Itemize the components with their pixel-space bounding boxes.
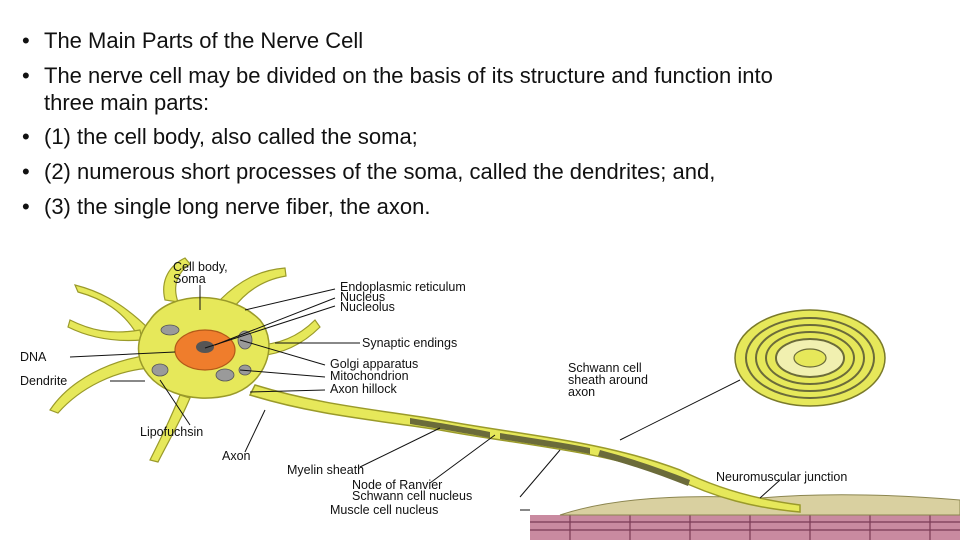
label-node-of-ranvier: Node of Ranvier xyxy=(352,478,442,492)
label-synaptic-endings: Synaptic endings xyxy=(362,336,457,350)
label-neuromuscular-junction: Neuromuscular junction xyxy=(716,470,847,484)
bullet-text: The Main Parts of the Nerve Cell xyxy=(44,28,364,53)
bullet-dot: • xyxy=(22,194,30,220)
label-nucleus: Nucleus xyxy=(340,290,385,304)
label-golgi-apparatus: Golgi apparatus xyxy=(330,357,418,371)
bullet-item: • The nerve cell may be divided on the ba… xyxy=(20,63,784,117)
bullet-item: • (2) numerous short processes of the som… xyxy=(20,159,920,186)
label-dendrite: Dendrite xyxy=(20,374,67,388)
nerve-cell-diagram: Cell body, Soma Endoplasmic reticulum Nu… xyxy=(20,257,960,540)
label-schwann-cell-line3: axon xyxy=(568,385,595,399)
leader-lines xyxy=(69,285,781,511)
label-axon-hillock: Axon hillock xyxy=(330,382,397,396)
label-schwann-cell-nucleus: Schwann cell nucleus xyxy=(352,489,472,503)
bullet-dot: • xyxy=(22,124,30,150)
label-axon: Axon xyxy=(222,449,251,463)
label-soma: Soma xyxy=(173,272,206,286)
muscle-band xyxy=(530,515,960,540)
label-schwann-cell-line1: Schwann cell xyxy=(568,361,642,375)
label-schwann-cell-line2: sheath around xyxy=(568,373,648,387)
label-cell-body: Cell body, xyxy=(173,260,228,274)
label-muscle-cell-nucleus: Muscle cell nucleus xyxy=(330,503,438,517)
bullet-dot: • xyxy=(22,159,30,185)
label-nucleolus: Nucleolus xyxy=(340,300,395,314)
diagram-labels: Cell body, Soma Endoplasmic reticulum Nu… xyxy=(20,260,847,517)
myelin-segments xyxy=(410,418,690,486)
dendrites xyxy=(49,257,321,463)
myelin-cross-section xyxy=(734,309,886,407)
axon-shape xyxy=(248,384,801,513)
label-myelin-sheath: Myelin sheath xyxy=(287,463,364,477)
bullet-item: • (1) the cell body, also called the soma… xyxy=(20,124,920,151)
bullet-text: (2) numerous short processes of the soma… xyxy=(44,159,716,185)
bullet-dot: • xyxy=(22,28,30,53)
nucleolus-shape xyxy=(196,341,214,353)
bullet-text: The nerve cell may be divided on the bas… xyxy=(44,62,773,115)
bullet-item: • The Main Parts of the Nerve Cell xyxy=(20,28,920,55)
label-mitochondrion: Mitochondrion xyxy=(330,369,409,383)
label-lipofuchsin: Lipofuchsin xyxy=(140,425,203,439)
bullet-item: • (3) the single long nerve fiber, the ax… xyxy=(20,194,920,221)
label-dna: DNA xyxy=(20,350,47,364)
bullet-list: • The Main Parts of the Nerve Cell • The n… xyxy=(20,28,920,229)
bullet-text: (3) the single long nerve fiber, the axo… xyxy=(44,194,431,220)
organelles xyxy=(151,324,253,382)
bullet-dot: • xyxy=(22,62,30,88)
label-endoplasmic-reticulum: Endoplasmic reticulum xyxy=(340,280,466,294)
bullet-text: (1) the cell body, also called the soma; xyxy=(44,124,418,150)
